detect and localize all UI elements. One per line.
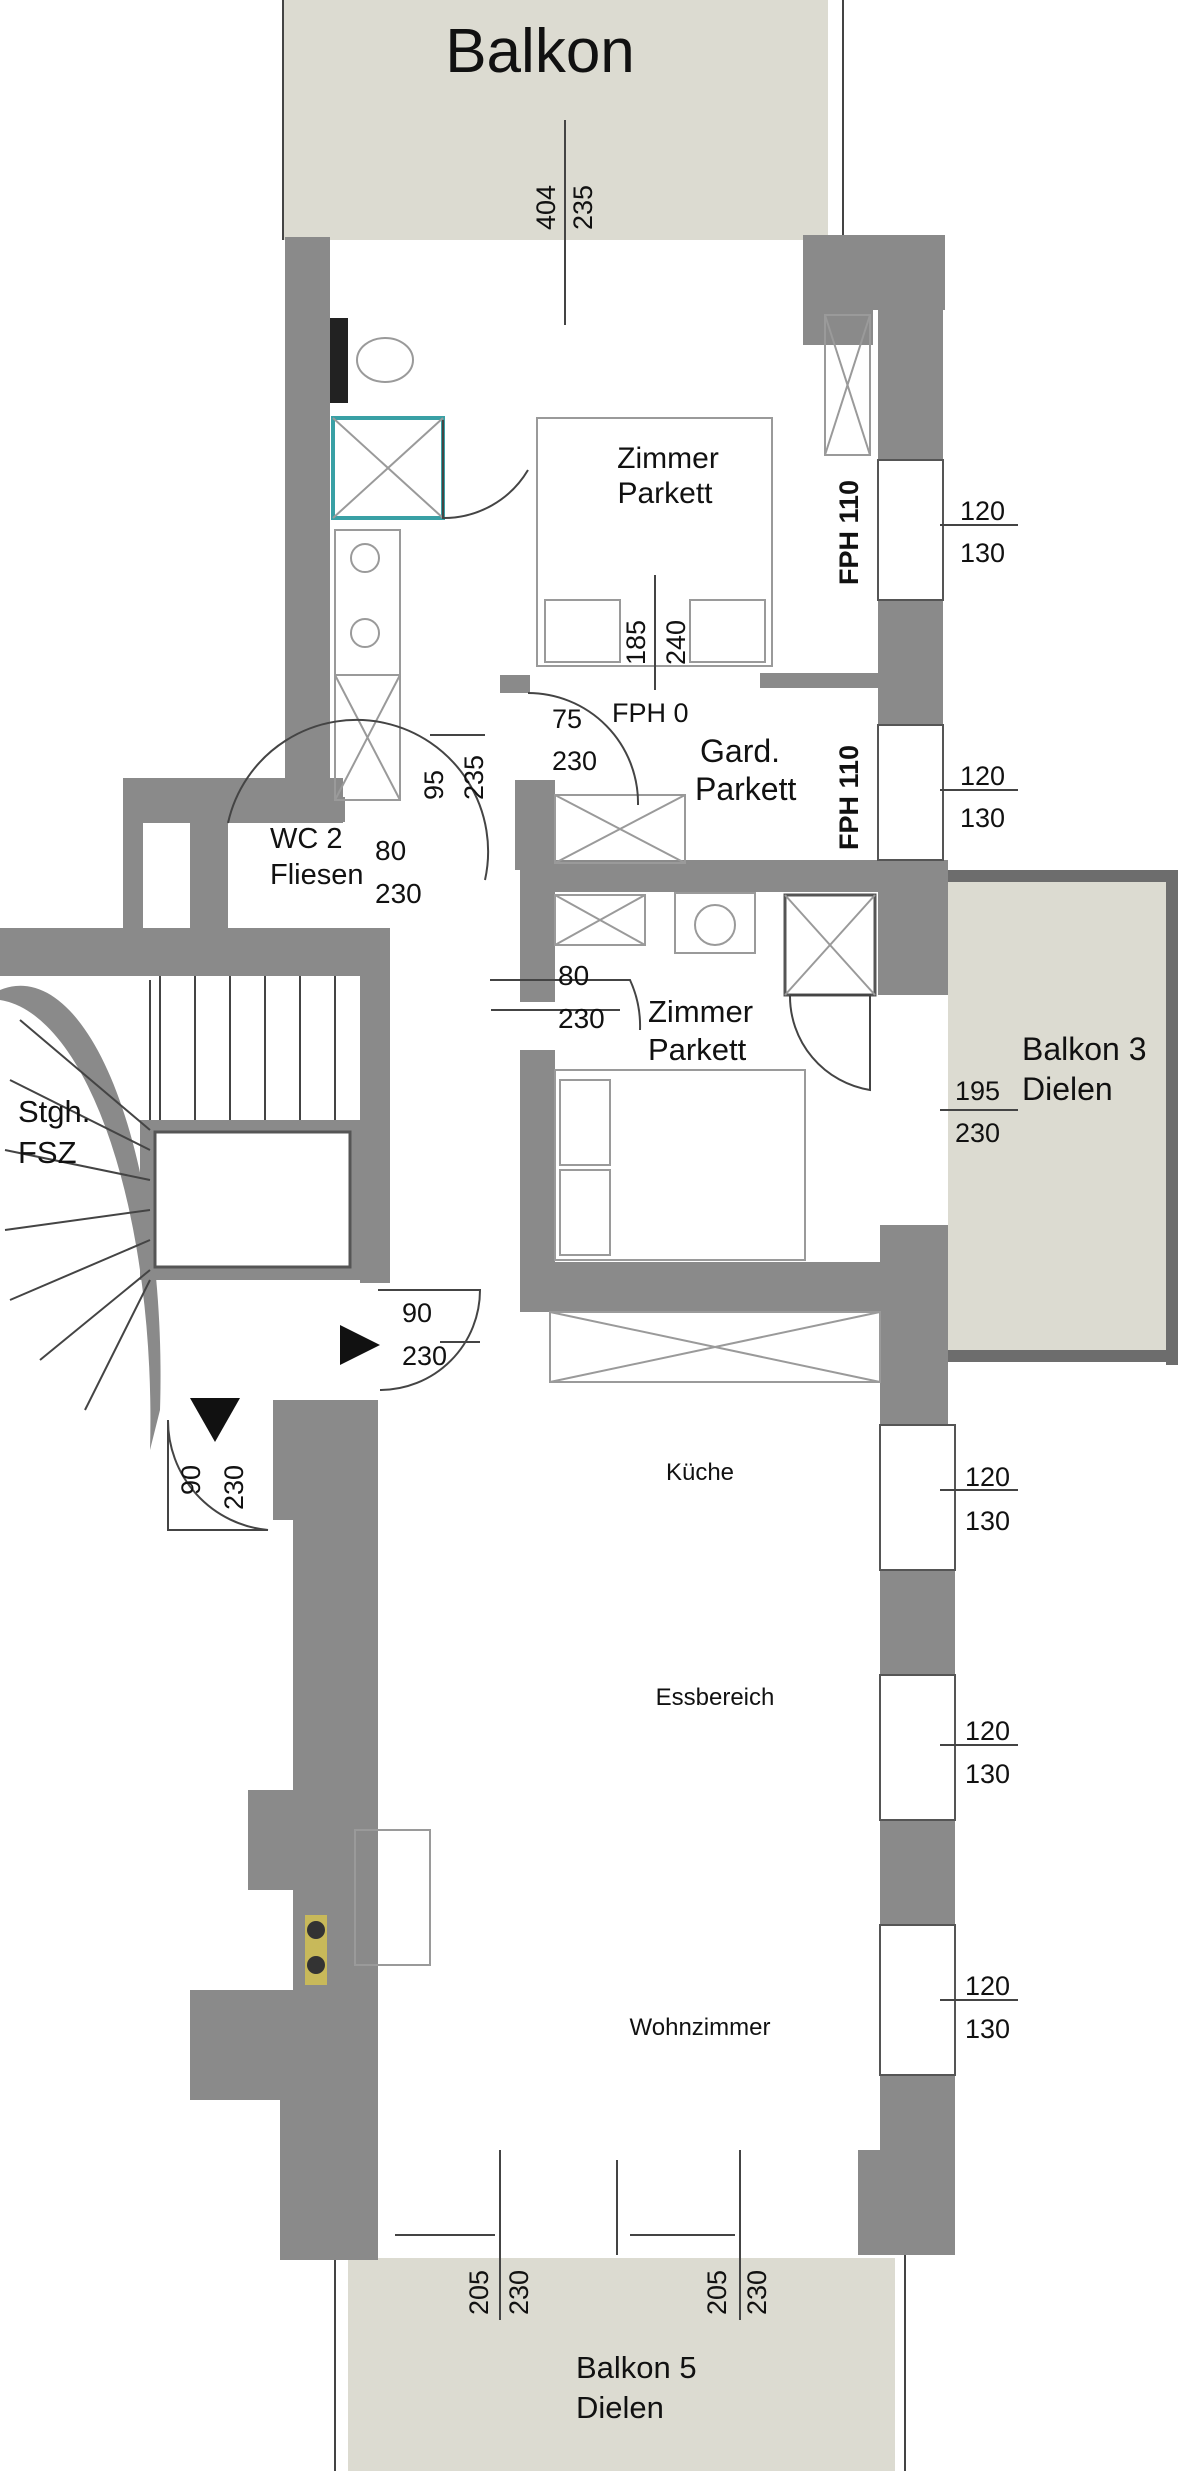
zimmer1-name: Zimmer [617, 442, 719, 475]
balcony-5 [334, 2255, 906, 2471]
bottom-right-door-width: 205 [702, 2270, 732, 2315]
stair-door-height: 230 [219, 1465, 249, 1510]
zimmer2-door-width: 80 [558, 960, 589, 991]
zimmer2-door-height: 230 [558, 1003, 605, 1034]
balkon3-door-height: 230 [955, 1118, 1000, 1148]
door95-width: 95 [419, 770, 449, 800]
balcony-top [282, 0, 844, 240]
wohnzimmer-label: Wohnzimmer [630, 2014, 771, 2041]
entry-arrow-icon [340, 1325, 380, 1365]
gard-name: Gard. [700, 733, 780, 769]
wc2-name: WC 2 [270, 823, 343, 855]
fph0-label: FPH 0 [612, 698, 689, 728]
wc2-door-height: 230 [375, 878, 422, 909]
walls [0, 235, 955, 2260]
dimension-lines [395, 120, 1018, 2320]
windows [877, 459, 956, 2076]
top-door-width: 404 [531, 185, 561, 230]
wc2-floor: Fliesen [270, 859, 364, 891]
stair-door-width: 90 [176, 1465, 206, 1495]
zimmer1-dim-b: 240 [661, 620, 691, 665]
bottom-right-door-height: 230 [742, 2270, 772, 2315]
window5-height: 130 [965, 2014, 1010, 2044]
window5-width: 120 [965, 1971, 1010, 2001]
door-swings [166, 420, 871, 1531]
entry-door-width: 90 [402, 1298, 432, 1328]
balcony-3 [948, 870, 1178, 1365]
gard-floor: Parkett [695, 771, 796, 807]
balkon3-name: Balkon 3 [1022, 1031, 1147, 1067]
window4-width: 120 [965, 1716, 1010, 1746]
entry-arrows [190, 1325, 380, 1442]
balkon3-floor: Dielen [1022, 1071, 1113, 1107]
entry-door-height: 230 [402, 1341, 447, 1371]
zimmer2-floor: Parkett [648, 1032, 747, 1067]
wc2-door-width: 80 [375, 835, 406, 866]
window2-height: 130 [960, 803, 1005, 833]
zimmer1-floor: Parkett [617, 477, 713, 510]
fph110-a: FPH 110 [834, 480, 864, 585]
essbereich-label: Essbereich [656, 1684, 775, 1711]
window3-height: 130 [965, 1506, 1010, 1536]
fixtures [305, 314, 881, 1985]
window1-height: 130 [960, 538, 1005, 568]
window2-width: 120 [960, 761, 1005, 791]
balkon-top-label: Balkon [445, 17, 635, 86]
stgh-name: Stgh. [18, 1094, 90, 1129]
balkon3-door-width: 195 [955, 1076, 1000, 1106]
window1-width: 120 [960, 496, 1005, 526]
stgh-code: FSZ [18, 1135, 77, 1170]
window4-height: 130 [965, 1759, 1010, 1789]
balkon5-name: Balkon 5 [576, 2350, 697, 2385]
balkon5-floor: Dielen [576, 2390, 664, 2425]
window3-width: 120 [965, 1462, 1010, 1492]
door95-height: 235 [459, 755, 489, 800]
door75-width: 75 [552, 704, 582, 734]
fph110-b: FPH 110 [834, 745, 864, 850]
top-door-height: 235 [568, 185, 598, 230]
door75-height: 230 [552, 746, 597, 776]
zimmer1-dim-a: 185 [621, 620, 651, 665]
kueche-label: Küche [666, 1459, 734, 1486]
bottom-left-door-width: 205 [464, 2270, 494, 2315]
stair-treads [4, 976, 352, 1411]
entry-arrow-down-icon [190, 1398, 240, 1442]
dimension-labels: 404 235 185 240 FPH 0 75 230 95 235 80 2… [176, 185, 1010, 2315]
zimmer2-name: Zimmer [648, 994, 753, 1029]
bottom-left-door-height: 230 [504, 2270, 534, 2315]
room-labels: Balkon Zimmer Parkett Gard. Parkett WC 2… [18, 17, 1147, 2425]
